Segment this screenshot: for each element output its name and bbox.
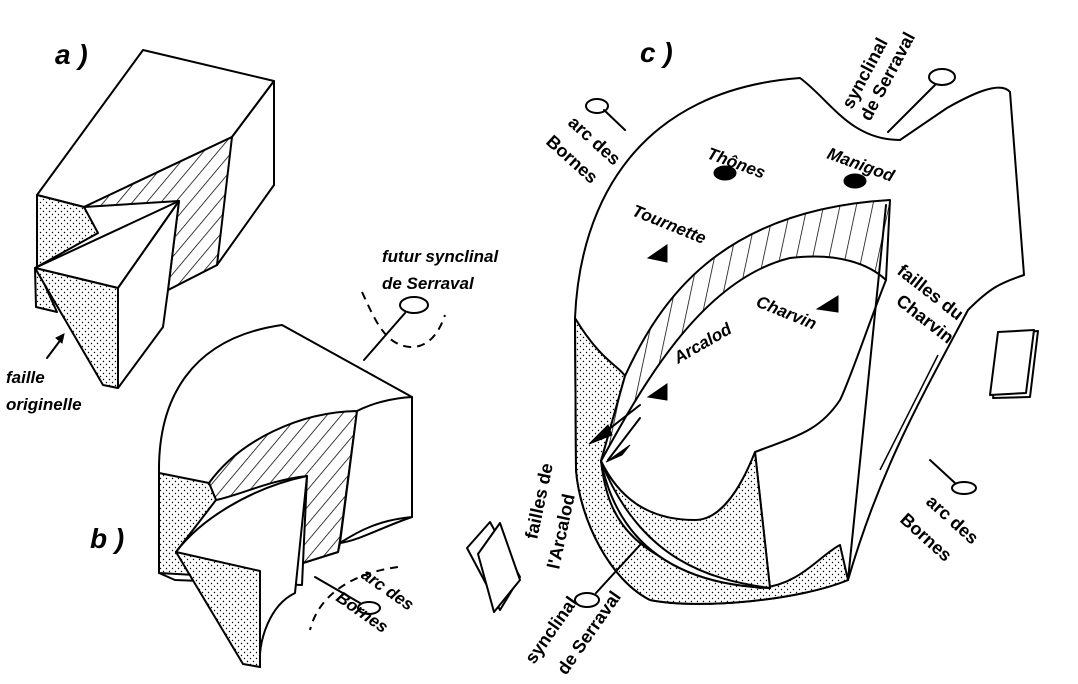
panel-c-label: c ) [640, 37, 673, 68]
annotation-faille: faille [6, 368, 45, 387]
fault-plane-symbol-left-icon [466, 521, 521, 613]
arc-axis-line [314, 576, 361, 604]
synclinal-axis-line [363, 312, 406, 361]
synclinal-top-axis [887, 84, 936, 133]
panel-a: a ) faille originelle [6, 39, 275, 414]
summit-arcalod-icon [646, 383, 668, 401]
town-thones-marker-icon [713, 165, 737, 181]
wedge-right-face [117, 200, 180, 389]
fault-arrow-up-icon [588, 424, 613, 445]
arc-right-axis [929, 459, 956, 484]
wedge-b-dotted-face [175, 551, 261, 668]
block-b-right-face [339, 396, 413, 544]
fold-trace-dashed [361, 291, 446, 349]
town-manigod-marker-icon [843, 173, 867, 189]
arrow-head-icon [55, 333, 65, 344]
panel-b-label: b ) [90, 523, 124, 554]
fault-plane-symbol-right-icon [989, 329, 1039, 399]
panel-a-label: a ) [55, 39, 88, 70]
failles-charvin-line [847, 204, 887, 581]
inner-dotted-face [600, 451, 771, 589]
arc-left-symbol-icon [585, 98, 609, 114]
annotation-de-serraval: de Serraval [382, 274, 475, 293]
summit-tournette-icon [646, 244, 668, 263]
annotation-futur-synclinal: futur synclinal [382, 247, 499, 266]
arc-trace-dashed [309, 566, 399, 631]
arc-right-symbol-icon [951, 481, 977, 495]
inner-raised-block [600, 255, 887, 589]
synclinal-bottom-symbol-icon [574, 592, 600, 608]
synclinal-bottom-axis [595, 544, 641, 594]
fault-arrow-down-icon [605, 444, 631, 463]
fault-arrow-down-line [607, 417, 641, 461]
panel-c: c ) Thônes Manigod Tournette Charvin Arc… [466, 29, 1039, 678]
failles-charvin-trace [879, 354, 939, 471]
annotation-originelle: originelle [6, 395, 82, 414]
arc-left-axis [603, 109, 626, 131]
synclinal-top-symbol-icon [928, 68, 956, 86]
wedge-dotted-face [34, 267, 119, 389]
arc-symbol-icon [357, 601, 381, 615]
summit-charvin-icon [815, 295, 839, 313]
synclinal-symbol-icon [399, 296, 429, 314]
fault-face-hatched [83, 136, 233, 291]
panel-b: b ) futur synclinal de Serraval arc des … [90, 247, 499, 668]
